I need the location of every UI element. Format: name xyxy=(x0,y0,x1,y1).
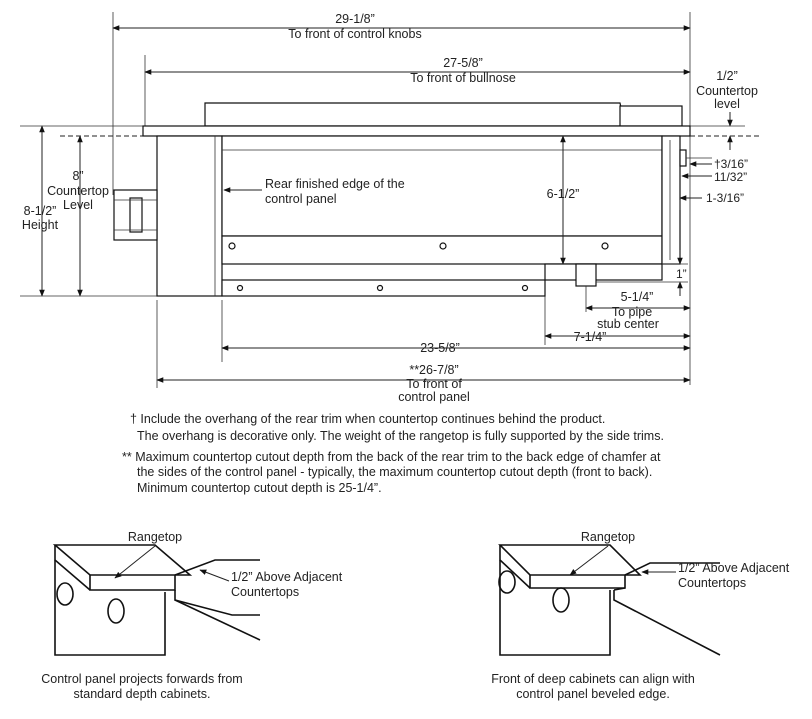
rear-edge-note-2: control panel xyxy=(265,192,337,206)
dim-countertop-half-note-2: level xyxy=(714,97,740,111)
detail-left-caption-2: standard depth cabinets. xyxy=(74,687,211,701)
dim-bullnose-width: 27-5/8” xyxy=(443,56,483,70)
dim-countertop-half-note-1: Countertop xyxy=(696,84,758,98)
dim-26-7-8-note-1: To front of xyxy=(406,377,462,391)
dim-pipe-note-1: To pipe xyxy=(612,305,652,319)
dim-1-3-16: 1-3/16” xyxy=(706,191,744,205)
dim-1: 1” xyxy=(676,267,687,281)
dim-26-7-8-note-2: control panel xyxy=(398,390,470,404)
dim-height-8-note-2: Level xyxy=(63,198,93,212)
dim-countertop-half: 1/2” xyxy=(716,69,738,83)
dim-11-32: 11/32” xyxy=(714,170,747,184)
footnotes: † Include the overhang of the rear trim … xyxy=(122,412,664,495)
detail-left-title: Rangetop xyxy=(128,530,182,544)
detail-right-callout-2: Countertops xyxy=(678,576,746,590)
rear-edge-note-1: Rear finished edge of the xyxy=(265,177,405,191)
note-star-2: the sides of the control panel - typical… xyxy=(137,465,652,479)
detail-right-callout-1: 1/2” Above Adjacent xyxy=(678,561,790,575)
side-elevation xyxy=(20,12,760,388)
detail-left: Rangetop 1/2” Above Adjacent Countertops… xyxy=(41,530,342,701)
dim-pipe-note-2: stub center xyxy=(597,317,659,331)
dim-height-8: 8” xyxy=(72,169,83,183)
dim-overhang-3-16: †3/16” xyxy=(714,157,748,171)
dim-height-8-note-1: Countertop xyxy=(47,184,109,198)
detail-left-callout-1: 1/2” Above Adjacent xyxy=(231,570,343,584)
detail-right-caption-2: control panel beveled edge. xyxy=(516,687,670,701)
dim-height-8-half-note: Height xyxy=(22,218,59,232)
dim-pipe-5-1-4: 5-1/4” xyxy=(621,290,654,304)
dim-26-7-8: **26-7/8” xyxy=(409,363,458,377)
note-dagger-2: The overhang is decorative only. The wei… xyxy=(137,429,664,443)
dim-bullnose-note: To front of bullnose xyxy=(410,71,516,85)
detail-left-callout-2: Countertops xyxy=(231,585,299,599)
detail-right-caption-1: Front of deep cabinets can align with xyxy=(491,672,695,686)
dim-23-5-8: 23-5/8” xyxy=(420,341,460,355)
dim-depth-6-half: 6-1/2” xyxy=(547,187,580,201)
dim-overall-width: 29-1/8” xyxy=(335,12,375,26)
note-star-3: Minimum countertop cutout depth is 25-1/… xyxy=(137,481,382,495)
dim-height-8-half: 8-1/2” xyxy=(24,204,57,218)
note-dagger-1: † Include the overhang of the rear trim … xyxy=(130,412,605,426)
dim-overall-width-note: To front of control knobs xyxy=(288,27,421,41)
dim-7-1-4: 7-1/4” xyxy=(574,330,607,344)
detail-left-caption-1: Control panel projects forwards from xyxy=(41,672,242,686)
note-star-1: ** Maximum countertop cutout depth from … xyxy=(122,450,661,464)
detail-right-title: Rangetop xyxy=(581,530,635,544)
detail-right: Rangetop 1/2” Above Adjacent Countertops… xyxy=(491,530,790,701)
dimension-labels: 29-1/8” To front of control knobs 27-5/8… xyxy=(22,12,758,404)
